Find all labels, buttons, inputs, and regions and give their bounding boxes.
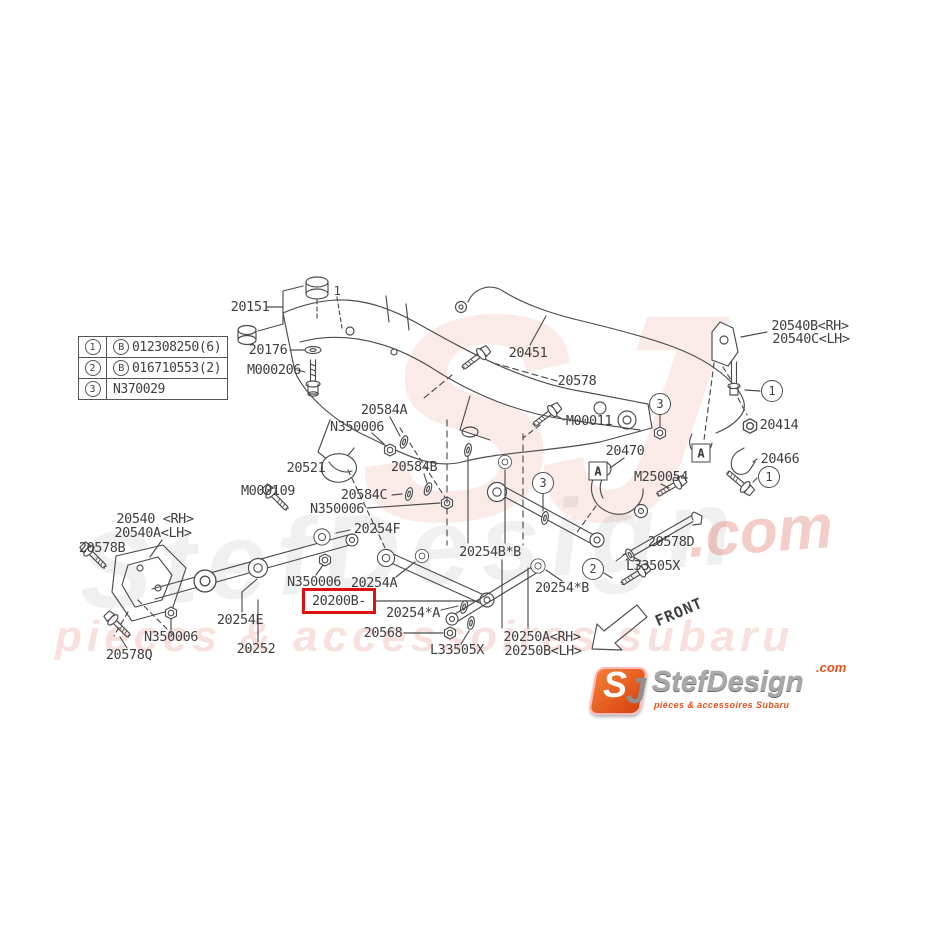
legend-num-circle: 3 <box>84 381 101 397</box>
part-label-n350006-3: N350006 <box>286 574 342 590</box>
part-label-20540a-lh: 20540A<LH> <box>114 525 192 541</box>
part-label-n350006-4: N350006 <box>143 629 199 645</box>
part-label-20466: 20466 <box>760 451 800 467</box>
logo-monogram-j: J <box>626 670 647 711</box>
part-label-n350006-2: N350006 <box>309 501 365 517</box>
callout-2-circle: 2 <box>582 558 604 580</box>
part-label-20254b-star-b: 20254B*B <box>459 544 521 560</box>
callout-3-circle: 3 <box>532 472 554 494</box>
legend-row: 3 N370029 <box>79 379 227 399</box>
legend-code: 016710553(2) <box>132 360 222 376</box>
part-label-20540b-rh: 20540B<RH> <box>771 318 849 334</box>
part-label-20584a: 20584A <box>360 402 408 418</box>
part-label-20540c-lh: 20540C<LH> <box>772 331 850 347</box>
part-label-n350006-1: N350006 <box>329 419 385 435</box>
view-a-box: A <box>691 443 711 463</box>
part-label-l33505x-2: L33505X <box>625 558 681 574</box>
center-hardware <box>259 416 524 576</box>
legend-prefix-circle: B <box>113 339 129 355</box>
part-label-20250a-rh: 20250A<RH> <box>503 629 581 645</box>
part-label-m000206: M000206 <box>246 362 302 378</box>
part-label-20451: 20451 <box>508 345 548 361</box>
part-label-20414: 20414 <box>759 417 799 433</box>
logo-tagline-text: pièces & accessoires Subaru <box>654 700 790 710</box>
part-label-20254f: 20254F <box>353 521 401 537</box>
part-label-20200b: 20200B- <box>311 593 367 609</box>
part-label-l33505x-1: L33505X <box>429 642 485 658</box>
legend-num-circle: 1 <box>84 339 101 355</box>
sway-bar-link-bracket <box>653 321 768 499</box>
lateral-link-20250 <box>445 442 563 629</box>
part-label-20176: 20176 <box>248 342 288 358</box>
logo-brand-text: StefDesign <box>652 666 804 698</box>
trailing-arm <box>77 533 359 649</box>
part-label-20254-star-b: 20254*B <box>534 580 590 596</box>
part-label-20584b: 20584B <box>390 459 438 475</box>
legend-num-circle: 2 <box>84 360 101 376</box>
sway-bar <box>454 286 745 434</box>
front-arrow <box>591 604 648 651</box>
leader-20578 <box>423 361 558 399</box>
section-marker-1: 1 <box>333 284 341 298</box>
part-label-20254e: 20254E <box>216 612 264 628</box>
legend-prefix-circle: B <box>113 360 129 376</box>
bolt-20578d <box>603 511 703 590</box>
logo-monogram-s: S <box>603 664 628 705</box>
part-label-20578: 20578 <box>557 373 597 389</box>
part-label-m250054: M250054 <box>633 469 689 485</box>
part-label-20568: 20568 <box>363 625 403 641</box>
part-label-20254a: 20254A <box>350 575 398 591</box>
part-label-20578d: 20578D <box>647 534 695 550</box>
subframe-bushings <box>237 276 343 346</box>
callout-3-circle: 3 <box>649 393 671 415</box>
legend-code: N370029 <box>113 381 165 397</box>
part-label-20578b: 20578B <box>78 540 126 556</box>
part-label-20151: 20151 <box>230 299 270 315</box>
part-label-20252: 20252 <box>236 641 276 657</box>
subframe-mount-hardware <box>289 345 322 397</box>
legend-code: 012308250(6) <box>132 339 222 355</box>
callout-1-circle: 1 <box>761 380 783 402</box>
part-label-20521: 20521 <box>286 460 326 476</box>
part-label-20578q: 20578Q <box>105 647 153 663</box>
stefdesign-logo[interactable]: J S StefDesign .com pièces & accessoires… <box>587 660 864 720</box>
highlight-box-20200b[interactable]: 20200B- <box>302 588 376 614</box>
part-label-m000109: M000109 <box>240 483 296 499</box>
part-label-20540-rh: 20540 <RH> <box>116 511 194 527</box>
part-label-20254-star-a: 20254*A <box>385 605 441 621</box>
lateral-link-upper <box>486 481 605 548</box>
part-label-20250b-lh: 20250B<LH> <box>504 643 582 659</box>
part-label-20584c: 20584C <box>340 487 388 503</box>
bolt-m00011 <box>529 399 564 431</box>
logo-domain-text: .com <box>816 660 847 675</box>
part-label-20470: 20470 <box>605 443 645 459</box>
callout-1-circle: 1 <box>758 466 780 488</box>
part-label-m00011: M00011 <box>565 413 613 429</box>
view-a-box: A <box>588 461 608 481</box>
